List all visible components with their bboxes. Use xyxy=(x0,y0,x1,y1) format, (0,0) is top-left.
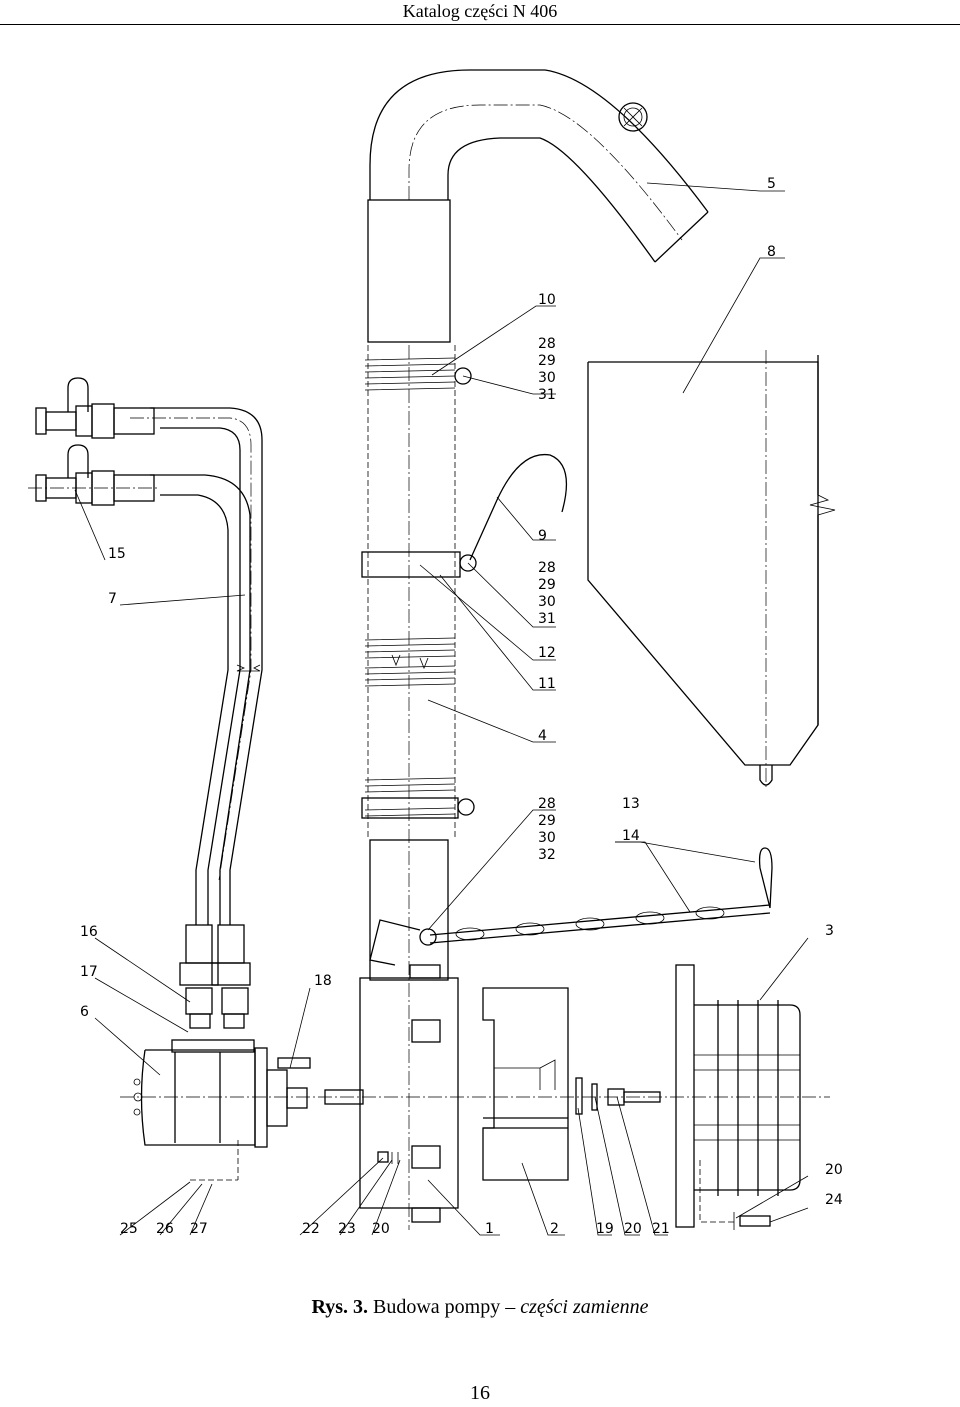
hook xyxy=(469,453,568,561)
hopper xyxy=(587,350,836,790)
discharge-bend xyxy=(369,69,709,263)
label-20-mid: 20 xyxy=(624,1221,642,1237)
label-24: 24 xyxy=(825,1192,843,1208)
label-31-a: 31 xyxy=(538,387,556,403)
label-2: 2 xyxy=(550,1221,559,1237)
chain xyxy=(369,847,773,966)
label-14: 14 xyxy=(622,828,640,844)
strainer-cage xyxy=(675,964,801,1230)
pump-housing xyxy=(324,964,459,1223)
figure-number: Rys. 3. xyxy=(311,1296,368,1318)
label-28-c: 28 xyxy=(538,796,556,812)
label-30-a: 30 xyxy=(538,370,556,386)
washer xyxy=(575,1077,583,1115)
label-3: 3 xyxy=(825,923,834,939)
impeller xyxy=(482,987,569,1181)
label-12: 12 xyxy=(538,645,556,661)
label-5: 5 xyxy=(767,176,776,192)
spring-washer xyxy=(591,1083,598,1111)
technical-drawing: 5 8 10 28 29 30 31 15 9 28 29 30 31 7 12… xyxy=(0,25,960,1255)
upper-pipe-sleeve xyxy=(367,199,451,343)
label-11: 11 xyxy=(538,676,556,692)
label-32: 32 xyxy=(538,847,556,863)
hydraulic-motor xyxy=(133,1039,311,1148)
main-pipe xyxy=(361,345,477,1230)
label-13: 13 xyxy=(622,796,640,812)
pump-exploded-view: 5 8 10 28 29 30 31 15 9 28 29 30 31 7 12… xyxy=(28,69,843,1237)
leader-lines xyxy=(74,182,809,1236)
label-25: 25 xyxy=(120,1221,138,1237)
label-1: 1 xyxy=(485,1221,494,1237)
figure-caption: Rys. 3. Budowa pompy – części zamienne xyxy=(0,1293,960,1321)
label-16: 16 xyxy=(80,924,98,940)
label-31-b: 31 xyxy=(538,611,556,627)
label-7: 7 xyxy=(108,591,117,607)
page-header: Katalog części N 406 xyxy=(0,0,960,25)
label-22: 22 xyxy=(302,1221,320,1237)
label-28-a: 28 xyxy=(538,336,556,352)
label-10: 10 xyxy=(538,292,556,308)
label-4: 4 xyxy=(538,728,547,744)
label-29-a: 29 xyxy=(538,353,556,369)
label-26: 26 xyxy=(156,1221,174,1237)
label-8: 8 xyxy=(767,244,776,260)
label-6: 6 xyxy=(80,1004,89,1020)
label-9: 9 xyxy=(538,528,547,544)
label-28-b: 28 xyxy=(538,560,556,576)
label-30-c: 30 xyxy=(538,830,556,846)
bolt xyxy=(607,1088,661,1106)
label-29-b: 29 xyxy=(538,577,556,593)
label-19: 19 xyxy=(596,1221,614,1237)
label-15: 15 xyxy=(108,546,126,562)
label-20-right: 20 xyxy=(825,1162,843,1178)
hydraulic-hoses xyxy=(28,377,263,1029)
label-30-b: 30 xyxy=(538,594,556,610)
label-18: 18 xyxy=(314,973,332,989)
label-29-c: 29 xyxy=(538,813,556,829)
label-23: 23 xyxy=(338,1221,356,1237)
caption-emphasis: części zamienne xyxy=(520,1296,649,1318)
label-27: 27 xyxy=(190,1221,208,1237)
label-17: 17 xyxy=(80,964,98,980)
caption-text: Budowa pompy – xyxy=(373,1296,516,1318)
label-20-bottom: 20 xyxy=(372,1221,390,1237)
header-title: Katalog części N 406 xyxy=(402,1,558,21)
lower-pipe xyxy=(369,839,449,981)
part-labels: 5 8 10 28 29 30 31 15 9 28 29 30 31 7 12… xyxy=(80,176,843,1237)
page-number: 16 xyxy=(470,1382,490,1404)
label-21: 21 xyxy=(652,1221,670,1237)
